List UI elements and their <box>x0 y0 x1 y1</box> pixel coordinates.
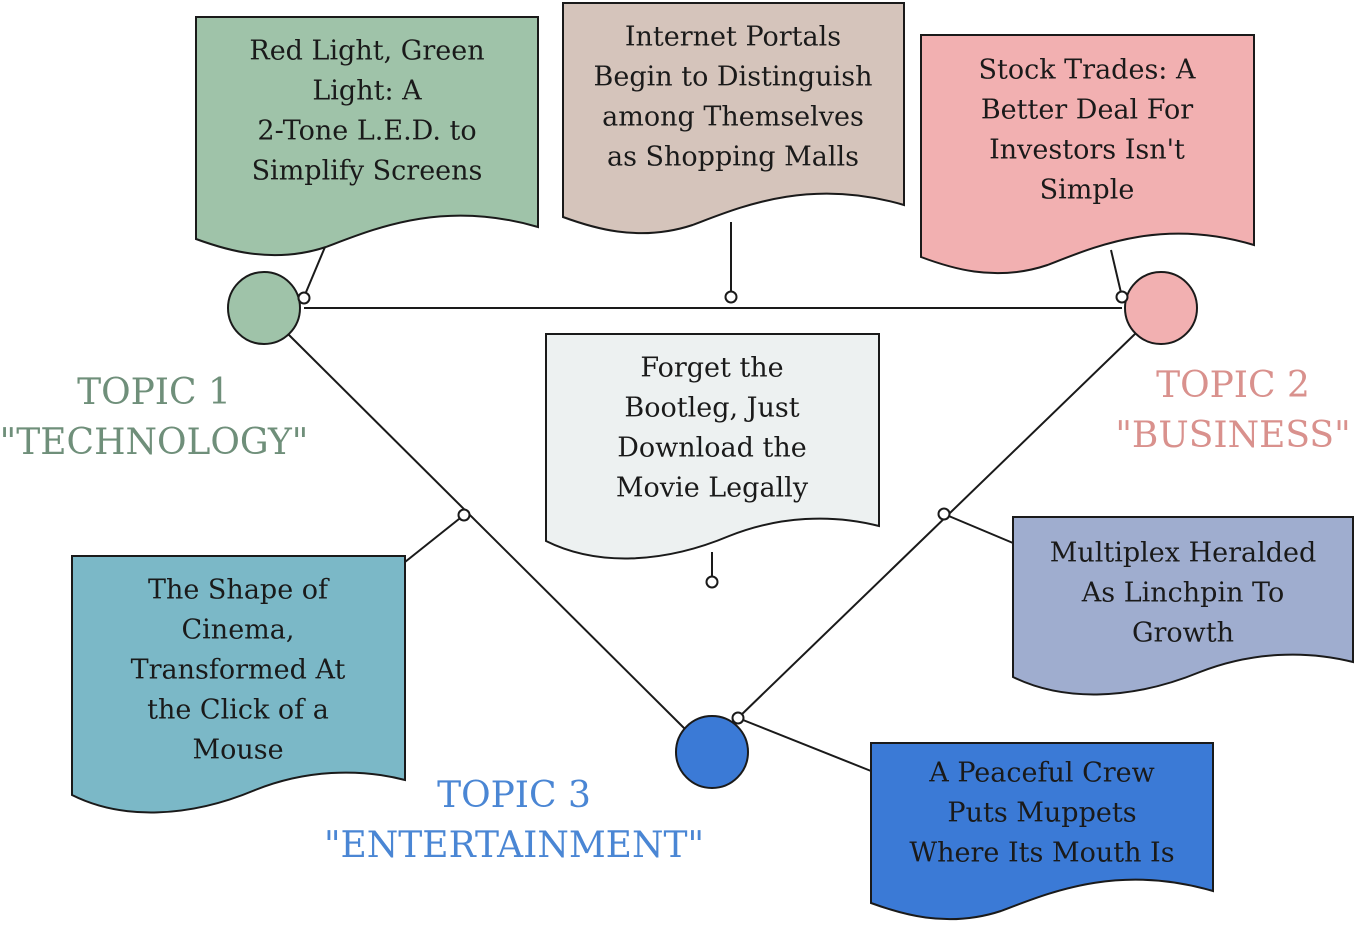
topic-2-node <box>1124 271 1198 345</box>
topic-3-node <box>675 715 749 789</box>
topic-1-node <box>227 271 301 345</box>
document-shape <box>870 742 1214 921</box>
edge-d7 <box>737 717 872 772</box>
topic-labels: TOPIC 1"TECHNOLOGY" TOPIC 2"BUSINESS" TOPI… <box>0 365 1351 866</box>
edge-d1 <box>303 246 326 298</box>
edge-t2-t3 <box>737 332 1137 719</box>
document-shape <box>920 34 1255 275</box>
document-shape <box>195 16 539 257</box>
document-shape <box>71 555 406 814</box>
topic-nodes <box>227 271 1198 789</box>
connector-pin <box>705 575 719 589</box>
connector-lines <box>287 222 1137 772</box>
edge-t1-t3 <box>287 333 689 733</box>
edge-d3 <box>1110 249 1123 298</box>
edge-d5 <box>404 514 465 563</box>
topic-3-label: TOPIC 3"ENTERTAINMENT" <box>324 775 704 866</box>
document-shape <box>562 2 905 235</box>
connector-pins <box>297 290 1129 725</box>
document-shape <box>545 333 880 560</box>
connector-pin <box>297 291 311 305</box>
connector-pin <box>724 290 738 304</box>
connector-pin <box>1115 290 1129 304</box>
connector-pin <box>731 711 745 725</box>
edge-d6 <box>943 513 1014 544</box>
connector-pin <box>457 508 471 522</box>
topic-2-label: TOPIC 2"BUSINESS" <box>1115 365 1350 456</box>
connector-pin <box>937 507 951 521</box>
topic-1-label: TOPIC 1"TECHNOLOGY" <box>0 372 308 463</box>
document-shape <box>1012 516 1354 696</box>
